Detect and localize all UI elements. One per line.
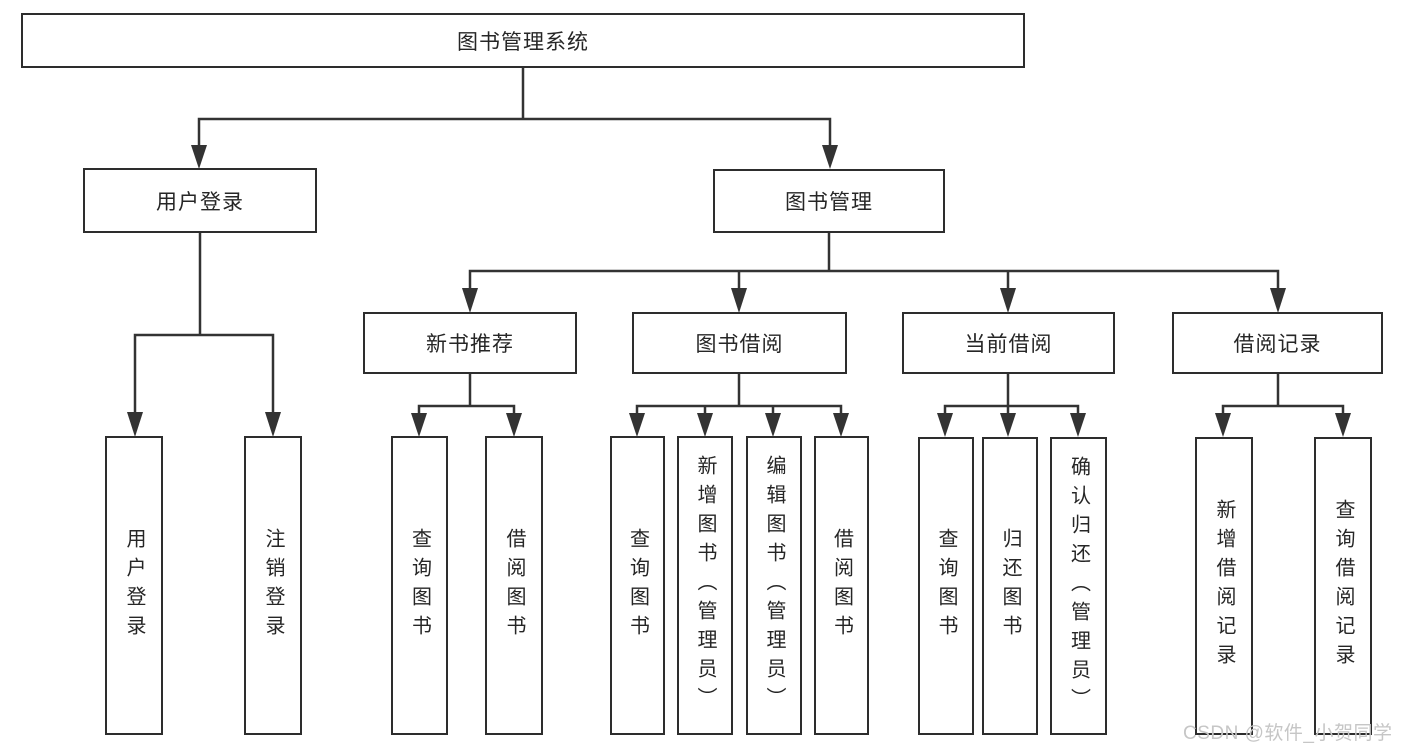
csdn-watermark: CSDN @软件_小贺同学 [1183,723,1393,744]
leaf-query-book-current: 查询图书 [918,437,974,735]
node-book-borrowing-label: 图书借阅 [695,333,784,356]
node-borrowing-records-label: 借阅记录 [1233,333,1322,356]
leaf-add-borrow-record: 新增借阅记录 [1195,437,1253,735]
leaf-user-login-label: 用户登录 [123,527,145,644]
node-root-label: 图书管理系统 [457,30,589,54]
leaf-query-book-current-label: 查询图书 [935,528,957,644]
node-root-system: 图书管理系统 [21,13,1025,68]
leaf-logout-label: 注销登录 [262,527,284,644]
node-user-login-branch-label: 用户登录 [156,190,244,214]
node-book-borrowing: 图书借阅 [632,312,847,374]
leaf-borrow-book-recommend: 借阅图书 [485,436,543,735]
node-current-borrowing-label: 当前借阅 [964,333,1053,356]
leaf-confirm-return-admin: 确认归还（管理员） [1050,437,1107,735]
leaf-return-book: 归还图书 [982,437,1038,735]
leaf-query-book-borrowing-label: 查询图书 [626,527,649,644]
leaf-edit-book-admin-label: 编辑图书（管理员） [763,455,785,716]
node-user-login-branch: 用户登录 [83,168,317,233]
leaf-borrow-book-borrowing: 借阅图书 [814,436,869,735]
node-current-borrowing: 当前借阅 [902,312,1115,374]
node-new-book-recommend: 新书推荐 [363,312,577,374]
leaf-add-book-admin: 新增图书（管理员） [677,436,733,735]
node-new-book-recommend-label: 新书推荐 [426,333,514,356]
leaf-borrow-book-recommend-label: 借阅图书 [503,527,525,644]
leaf-borrow-book-borrowing-label: 借阅图书 [830,527,853,644]
leaf-edit-book-admin: 编辑图书（管理员） [746,436,802,735]
leaf-query-borrow-record: 查询借阅记录 [1314,437,1372,735]
leaf-query-book-recommend-label: 查询图书 [408,527,431,644]
leaf-query-book-borrowing: 查询图书 [610,436,665,735]
leaf-return-book-label: 归还图书 [999,528,1021,644]
leaf-query-book-recommend: 查询图书 [391,436,448,735]
node-book-management-label: 图书管理 [785,191,873,214]
leaf-add-borrow-record-label: 新增借阅记录 [1213,499,1235,673]
leaf-add-book-admin-label: 新增图书（管理员） [694,455,716,716]
node-borrowing-records: 借阅记录 [1172,312,1383,374]
leaf-query-borrow-record-label: 查询借阅记录 [1332,499,1354,673]
leaf-logout: 注销登录 [244,436,302,735]
leaf-user-login: 用户登录 [105,436,163,735]
leaf-confirm-return-admin-label: 确认归还（管理员） [1067,455,1090,717]
node-book-management: 图书管理 [713,169,945,233]
